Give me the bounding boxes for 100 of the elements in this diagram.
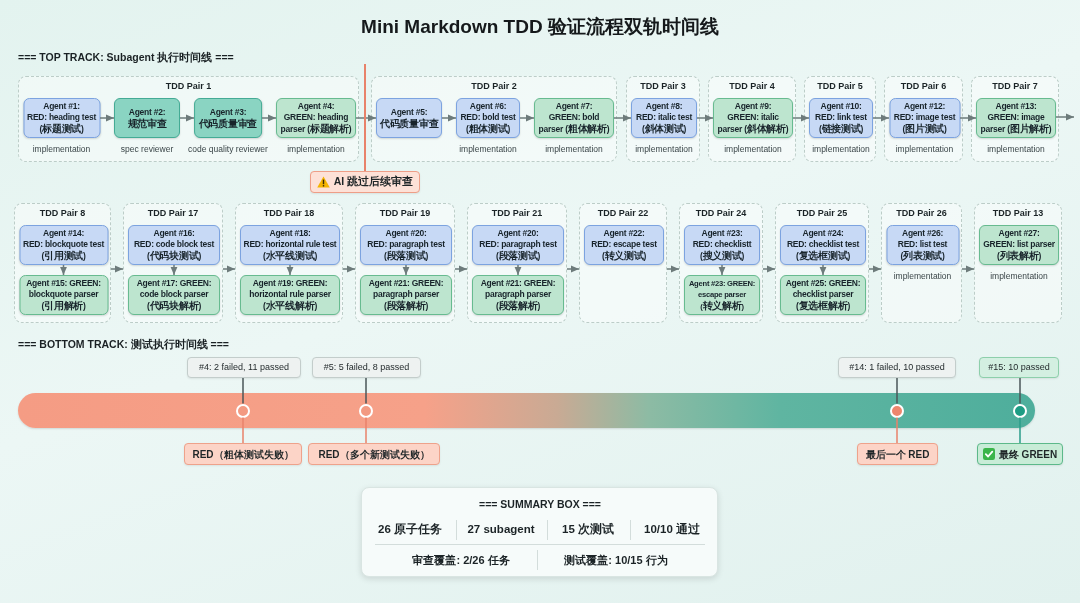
role-label: implementation	[987, 144, 1045, 154]
group-title: TDD Pair 1	[165, 81, 212, 92]
connector-line	[1019, 377, 1021, 405]
arrow	[170, 264, 178, 276]
group-panel	[626, 76, 700, 162]
summary-stat: 10/10 通过	[644, 523, 700, 537]
agent-box: Agent #18: RED: horizontal rule test (水平线测试)	[240, 225, 340, 265]
arrow	[819, 264, 827, 276]
arrow	[454, 265, 468, 273]
agent-box: Agent #7: GREEN: bold parser (粗体解析)	[534, 98, 614, 138]
section-heading: === BOTTOM TRACK: 测试执行时间线 ===	[18, 338, 229, 351]
agent-box: Agent #5: 代码质量审查	[376, 98, 442, 138]
agent-box: Agent #6: RED: bold test (粗体测试)	[456, 98, 520, 138]
connector-line	[365, 377, 367, 405]
arrow	[222, 265, 236, 273]
agent-box: Agent #19: GREEN: horizontal rule parser (水平线解析)	[240, 275, 340, 315]
group-panel	[881, 203, 962, 323]
arrow	[696, 114, 714, 122]
arrow	[666, 265, 680, 273]
connector-line	[365, 416, 367, 444]
role-label: implementation	[812, 144, 870, 154]
summary-stat: 15 次测试	[562, 523, 614, 537]
summary-stat: 27 subagent	[467, 523, 535, 537]
agent-box: Agent #9: GREEN: italic parser (斜体解析)	[713, 98, 793, 138]
group-title: TDD Pair 21	[491, 208, 543, 219]
agent-box: Agent #20: RED: paragraph test (段落测试)	[360, 225, 452, 265]
arrow	[613, 114, 632, 122]
section-heading: === TOP TRACK: Subagent 执行时间线 ===	[18, 51, 234, 64]
result-callout: #14: 1 failed, 10 passed	[838, 357, 956, 378]
role-label: spec reviewer	[120, 144, 174, 154]
arrow	[718, 264, 726, 276]
group-title: TDD Pair 7	[992, 81, 1038, 92]
group-panel	[974, 203, 1062, 323]
group-title: TDD Pair 26	[896, 208, 947, 219]
timeline-dot	[890, 403, 904, 418]
arrow	[792, 114, 810, 122]
callout-text: AI 跳过后续审查	[333, 176, 414, 188]
group-title: TDD Pair 13	[992, 208, 1044, 219]
group-panel	[371, 76, 617, 162]
agent-box: Agent #16: RED: code block test (代码块测试)	[128, 225, 220, 265]
group-panel	[355, 203, 455, 323]
agent-box: Agent #4: GREEN: heading parser (标题解析)	[276, 98, 356, 138]
group-title: TDD Pair 24	[695, 208, 747, 219]
agent-box: Agent #14: RED: blockquote test (引用测试)	[19, 225, 108, 265]
agent-box: Agent #27: GREEN: list parser (列表解析)	[979, 225, 1059, 265]
arrow	[566, 265, 580, 273]
agent-box: Agent #24: RED: checklist test (复选框测试)	[780, 225, 866, 265]
group-title: TDD Pair 8	[39, 208, 86, 219]
agent-box: Agent #15: GREEN: blockquote parser (引用解析)	[19, 275, 108, 315]
role-label: implementation	[990, 271, 1048, 281]
group-panel	[14, 203, 111, 323]
group-panel	[804, 76, 876, 162]
status-callout: RED（粗体测试失败）	[184, 443, 302, 465]
arrow	[762, 265, 776, 273]
connector-line	[364, 63, 366, 172]
agent-box: Agent #22: RED: escape test (转义测试)	[584, 225, 664, 265]
connector-line	[242, 416, 244, 444]
agent-box: Agent #21: GREEN: paragraph parser (段落解析)	[472, 275, 564, 315]
timeline-dot	[236, 403, 250, 418]
group-panel	[775, 203, 869, 323]
group-panel	[123, 203, 223, 323]
role-label: implementation	[895, 144, 954, 154]
agent-box: Agent #26: RED: list test (列表测试)	[886, 225, 959, 265]
group-panel	[679, 203, 763, 323]
role-label: code quality reviewer	[188, 144, 268, 154]
connector-line	[242, 377, 244, 405]
group-title: TDD Pair 4	[729, 81, 775, 92]
arrow	[179, 114, 195, 122]
arrow	[959, 114, 977, 122]
group-panel	[884, 76, 963, 162]
group-title: TDD Pair 25	[796, 208, 848, 219]
arrow	[872, 114, 890, 122]
agent-box: Agent #17: GREEN: code block parser (代码块解析)	[128, 275, 220, 315]
timeline-dot	[1013, 403, 1027, 418]
summary-heading: === SUMMARY BOX ===	[479, 497, 601, 511]
arrow	[342, 265, 356, 273]
role-label: implementation	[724, 144, 782, 154]
timeline-bar	[18, 393, 1035, 428]
agent-box: Agent #10: RED: link test (链接测试)	[809, 98, 873, 138]
status-callout: 最后一个 RED	[857, 443, 938, 465]
timeline-dot	[359, 403, 373, 418]
arrow	[868, 265, 882, 273]
agent-box: Agent #12: RED: image test (图片测试)	[889, 98, 960, 138]
summary-stat: 审查覆盖: 2/26 任务	[412, 553, 510, 567]
arrow	[402, 264, 410, 276]
role-label: implementation	[635, 144, 693, 154]
role-label: implementation	[459, 144, 517, 154]
group-title: TDD Pair 22	[597, 208, 649, 219]
connector-line	[896, 377, 898, 405]
group-title: TDD Pair 2	[471, 81, 517, 92]
group-panel	[971, 76, 1059, 162]
agent-box: Agent #21: GREEN: paragraph parser (段落解析)	[360, 275, 452, 315]
group-title: TDD Pair 19	[379, 208, 431, 219]
arrow	[355, 114, 377, 122]
agent-box: Agent #3: 代码质量审查	[194, 98, 262, 138]
warning-callout	[310, 171, 420, 193]
arrow	[60, 264, 67, 276]
summary-stat: 26 原子任务	[378, 523, 442, 537]
arrow	[519, 114, 535, 122]
arrow	[961, 265, 975, 273]
